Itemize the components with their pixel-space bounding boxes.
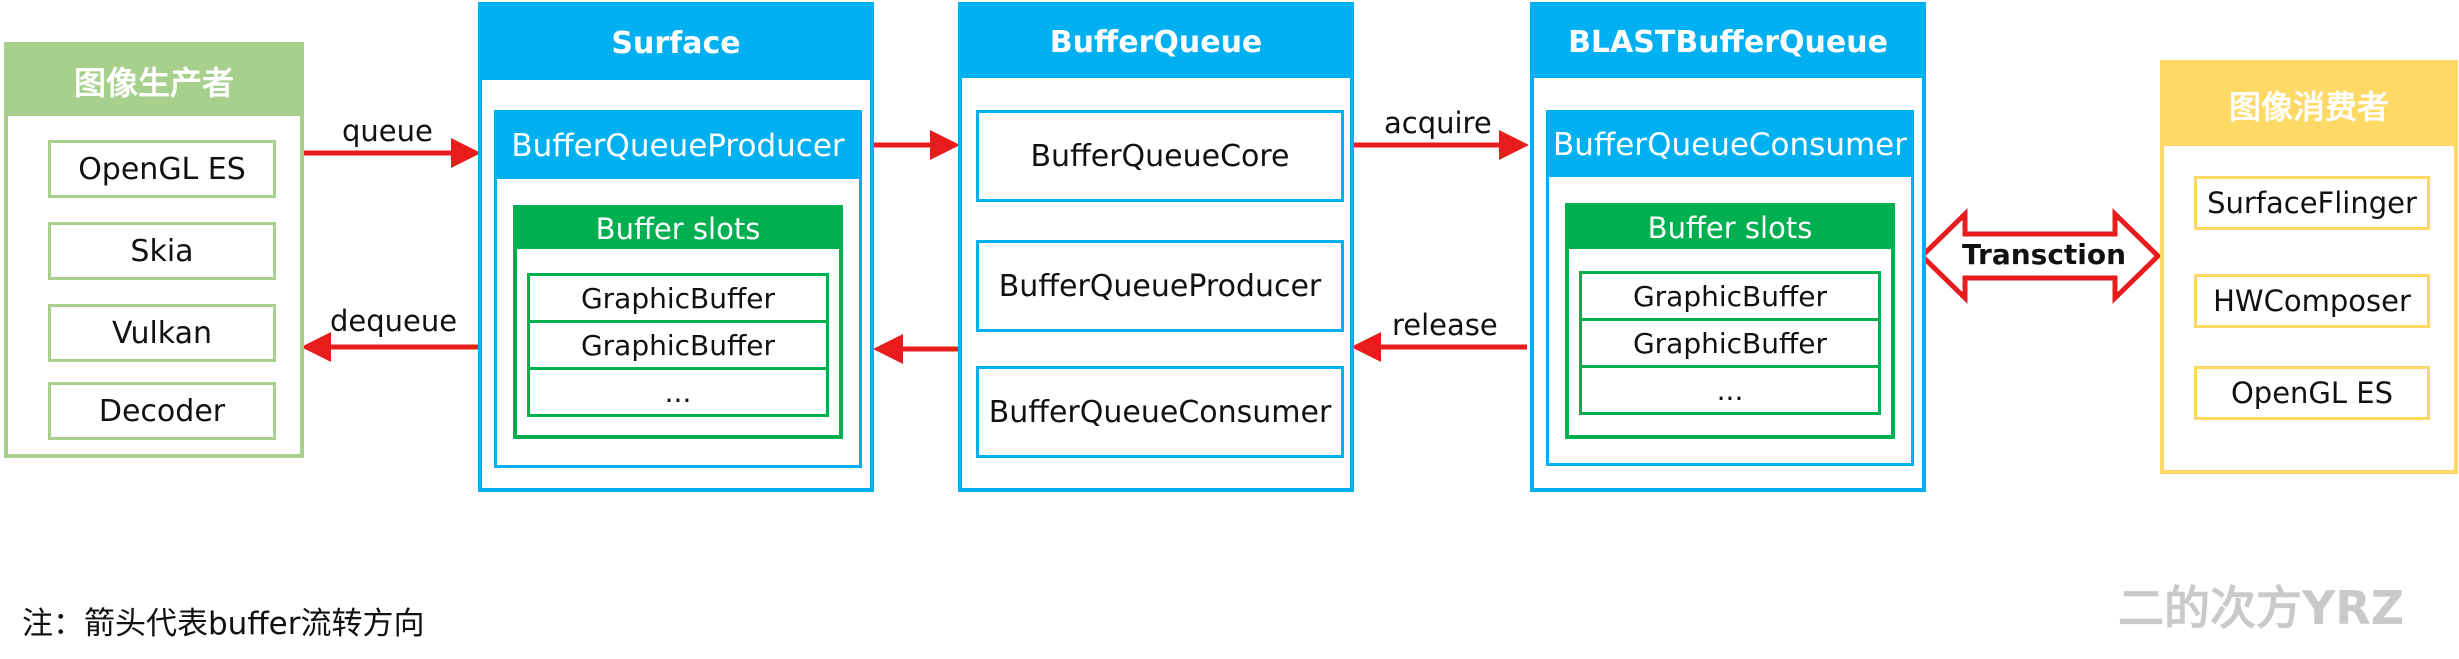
- blast-bufferqueue-title: BLASTBufferQueue: [1534, 6, 1922, 78]
- image-consumer-title: 图像消费者: [2164, 64, 2454, 146]
- acquire-label: acquire: [1384, 106, 1492, 140]
- blast-buffer-slots-title: Buffer slots: [1569, 207, 1891, 249]
- bufferqueue-producer: BufferQueueProducer: [976, 240, 1344, 332]
- watermark: 二的次方YRZ: [2118, 581, 2405, 635]
- blast-consumer-title: BufferQueueConsumer: [1549, 113, 1911, 177]
- producer-item-skia: Skia: [48, 222, 276, 280]
- blast-buffer-slots: Buffer slots GraphicBuffer GraphicBuffer…: [1565, 203, 1895, 439]
- release-label: release: [1392, 308, 1498, 342]
- surface-buffer-slots-title: Buffer slots: [517, 209, 839, 249]
- image-producer-title: 图像生产者: [8, 46, 300, 116]
- surface-buffer-slots: Buffer slots GraphicBuffer GraphicBuffer…: [513, 205, 843, 439]
- surface-producer-title: BufferQueueProducer: [497, 113, 859, 179]
- surface-producer-box: BufferQueueProducer Buffer slots Graphic…: [494, 110, 862, 468]
- bufferqueue-core: BufferQueueCore: [976, 110, 1344, 202]
- transaction-label: Transction: [1962, 238, 2127, 271]
- producer-item-opengl-es: OpenGL ES: [48, 140, 276, 198]
- transaction-double-arrow: [1918, 208, 2162, 304]
- surface-title: Surface: [482, 6, 870, 80]
- queue-label: queue: [342, 114, 433, 148]
- producer-item-vulkan: Vulkan: [48, 304, 276, 362]
- surface-slot-row: GraphicBuffer: [527, 273, 829, 323]
- producer-item-decoder: Decoder: [48, 382, 276, 440]
- image-consumer-box: 图像消费者 SurfaceFlinger HWComposer OpenGL E…: [2160, 60, 2458, 474]
- surface-slot-row: GraphicBuffer: [527, 320, 829, 370]
- dequeue-label: dequeue: [330, 304, 458, 338]
- blast-slot-row: GraphicBuffer: [1579, 271, 1881, 321]
- bufferqueue-box: BufferQueue BufferQueueCore BufferQueueP…: [958, 2, 1354, 492]
- consumer-item-hwcomposer: HWComposer: [2194, 274, 2430, 328]
- arrow-direction-note: 注：箭头代表buffer流转方向: [22, 606, 425, 642]
- bufferqueue-consumer: BufferQueueConsumer: [976, 366, 1344, 458]
- blast-slot-row: ...: [1579, 365, 1881, 415]
- consumer-item-surfaceflinger: SurfaceFlinger: [2194, 176, 2430, 230]
- surface-box: Surface BufferQueueProducer Buffer slots…: [478, 2, 874, 492]
- blast-bufferqueue-box: BLASTBufferQueue BufferQueueConsumer Buf…: [1530, 2, 1926, 492]
- surface-slot-row: ...: [527, 367, 829, 417]
- blast-consumer-box: BufferQueueConsumer Buffer slots Graphic…: [1546, 110, 1914, 466]
- image-producer-box: 图像生产者 OpenGL ES Skia Vulkan Decoder: [4, 42, 304, 458]
- bufferqueue-title: BufferQueue: [962, 6, 1350, 78]
- blast-slot-row: GraphicBuffer: [1579, 318, 1881, 368]
- consumer-item-opengl-es: OpenGL ES: [2194, 366, 2430, 420]
